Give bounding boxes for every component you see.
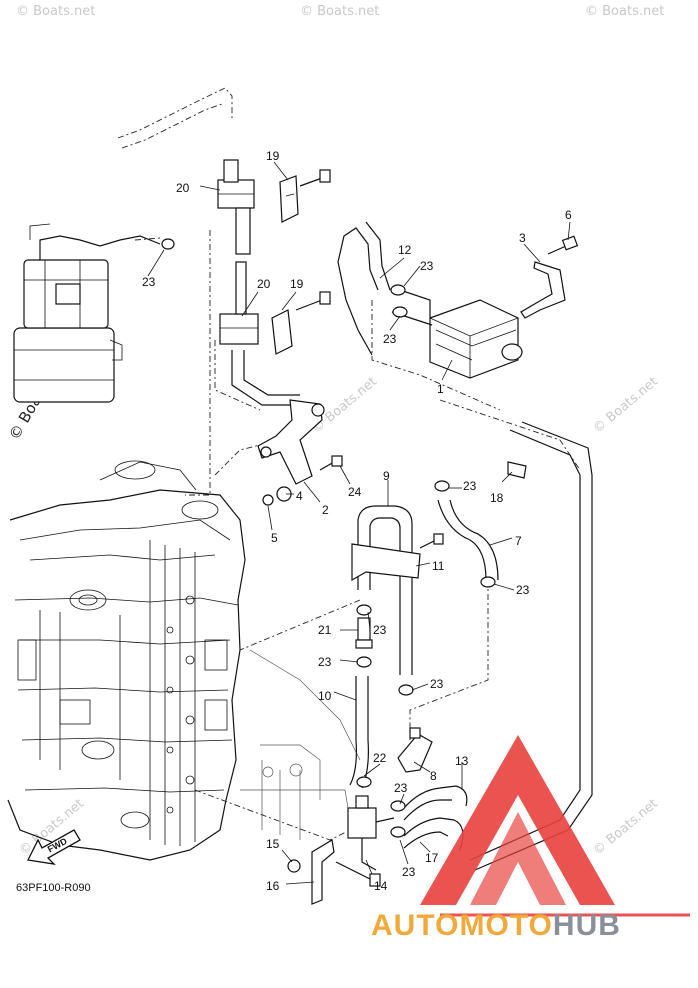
bracket-16 [311, 839, 335, 905]
callout-7: 7 [515, 534, 522, 548]
bolt-24 [319, 455, 343, 471]
clamp-23 [161, 238, 496, 838]
pipe-left-vertical [185, 230, 211, 496]
fuel-filter-assembly [13, 223, 161, 403]
bracket-19-lower [271, 291, 331, 355]
callout-20-upper: 20 [176, 181, 190, 195]
part-code: 63PF100-R090 [16, 882, 91, 894]
callout-13: 13 [455, 754, 469, 768]
canister [391, 289, 523, 379]
valve-14 [347, 795, 395, 871]
callout-1: 1 [437, 382, 444, 396]
clip-18 [507, 461, 527, 479]
watermark: © Boats.net [585, 4, 665, 19]
callout-4: 4 [296, 489, 303, 503]
callout-5: 5 [271, 531, 278, 545]
callout-17: 17 [425, 851, 439, 865]
callout-15: 15 [266, 837, 280, 851]
callout-23: 23 [373, 623, 387, 637]
callout-10: 10 [318, 689, 332, 703]
callout-23: 23 [516, 583, 530, 597]
callout-14: 14 [374, 879, 388, 893]
bracket-11 [351, 533, 444, 582]
callout-19-upper: 19 [266, 149, 280, 163]
valve-8 [397, 727, 433, 773]
pipe-right [439, 399, 581, 471]
callout-8: 8 [430, 769, 437, 783]
engine-block [7, 460, 246, 861]
logo-word-automoto: AUTOMOTO [371, 909, 553, 942]
callout-18: 18 [490, 491, 504, 505]
callout-23: 23 [430, 677, 444, 691]
pipe-top-inner [121, 103, 223, 149]
callout-16: 16 [266, 879, 280, 893]
pipe-filter [134, 237, 161, 241]
pipe-bracket-link [239, 599, 361, 651]
logo-word-hub: HUB [552, 909, 621, 942]
bracket-3 [520, 261, 566, 319]
callout-3: 3 [519, 231, 526, 245]
callout-19-lower: 19 [290, 277, 304, 291]
callouts: 1 2 3 4 5 6 7 8 9 10 11 12 13 14 15 16 1… [142, 149, 572, 893]
callout-11: 11 [432, 559, 445, 573]
hose-10 [349, 676, 369, 789]
callout-23: 23 [142, 275, 156, 289]
callout-12: 12 [398, 243, 412, 257]
callout-23: 23 [420, 259, 434, 273]
joint-20-lower [219, 261, 259, 345]
bolt-6 [547, 235, 579, 255]
callout-9: 9 [383, 469, 390, 483]
leader-lines [147, 161, 571, 885]
automotohub-logo-triangle [420, 735, 690, 917]
hose-7 [437, 499, 499, 581]
callout-23: 23 [463, 479, 477, 493]
joint-20-upper [217, 159, 255, 255]
callout-24: 24 [348, 485, 362, 499]
hose-17 [403, 817, 464, 851]
watermark: © Boats.net [300, 4, 380, 19]
pipe-mid [371, 300, 501, 411]
fwd-arrow-icon: FWD [24, 826, 84, 871]
bracket-2 [257, 399, 325, 485]
callout-23: 23 [383, 332, 397, 346]
hose-13 [403, 785, 468, 821]
hose-9 [357, 505, 413, 675]
nut-15 [287, 859, 301, 873]
callout-23: 23 [394, 781, 408, 795]
collar-5 [262, 494, 274, 506]
callout-20-lower: 20 [257, 277, 271, 291]
callout-2: 2 [322, 503, 329, 517]
callout-22: 22 [373, 751, 387, 765]
pipe-lower-left [214, 340, 261, 411]
callout-6: 6 [565, 208, 572, 222]
callout-21: 21 [318, 623, 332, 637]
pipe-hose7-down [409, 580, 489, 740]
automotohub-logo-text: AUTOMOTOHUB [371, 909, 621, 943]
callout-23: 23 [402, 865, 416, 879]
bolt-bottom [335, 861, 381, 887]
watermark: © Boats.net [16, 4, 96, 19]
callout-23: 23 [318, 655, 332, 669]
joint-21 [355, 617, 373, 649]
lower-bracket-structure [240, 649, 361, 840]
pipe-top [117, 87, 233, 139]
pipe-bottom-link [194, 789, 347, 841]
bracket-19-upper [279, 169, 331, 223]
